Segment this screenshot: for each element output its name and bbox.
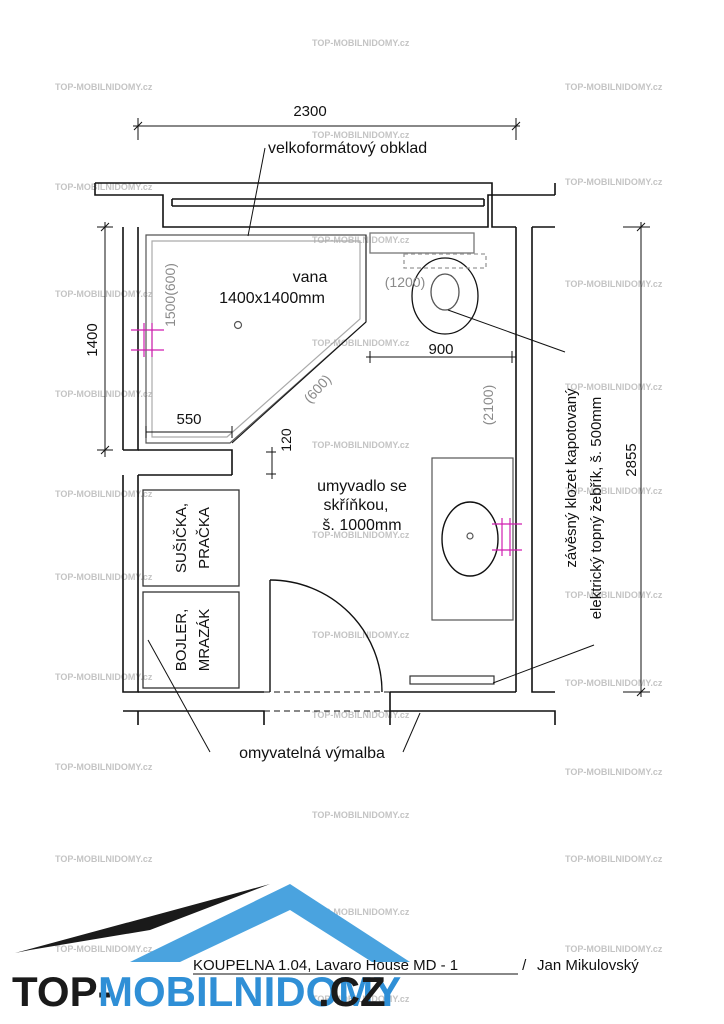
dimension-text: 2300 1400 2855 1500(600) (600) 550 120 (… — [84, 103, 640, 477]
watermark: TOP-MOBILNIDOMY.cz — [565, 854, 663, 864]
watermark: TOP-MOBILNIDOMY.cz — [565, 944, 663, 954]
watermark: TOP-MOBILNIDOMY.cz — [312, 907, 410, 917]
label-washer-1: SUŠIČKA, — [173, 503, 190, 573]
label-paint: omyvatelná výmalba — [239, 745, 385, 762]
logo-text-tld: .CZ — [318, 968, 386, 1015]
watermark: TOP-MOBILNIDOMY.cz — [55, 82, 153, 92]
watermark: TOP-MOBILNIDOMY.cz — [565, 382, 663, 392]
label-washer-2: PRAČKA — [196, 507, 213, 569]
watermark: TOP-MOBILNIDOMY.cz — [312, 810, 410, 820]
brand-logo: TOP- MOBILNIDOMY .CZ — [12, 968, 401, 1015]
watermark: TOP-MOBILNIDOMY.cz — [312, 38, 410, 48]
logo-text-main: MOBILNIDOMY — [98, 968, 401, 1015]
corner-bath — [145, 234, 367, 444]
dimension-left-height: 1400 — [84, 323, 101, 356]
watermark: TOP-MOBILNIDOMY.cz — [312, 630, 410, 640]
dimension-shower-depth: 1500(600) — [162, 263, 178, 327]
annotations: velkoformátový obklad vana 1400x1400mm S… — [173, 140, 605, 762]
watermark: TOP-MOBILNIDOMY.cz — [565, 82, 663, 92]
watermark: TOP-MOBILNIDOMY.cz — [55, 762, 153, 772]
label-basin-1: umyvadlo se — [317, 478, 407, 495]
label-basin-3: š. 1000mm — [322, 517, 401, 534]
washbasin-cabinet — [431, 457, 514, 621]
watermark: TOP-MOBILNIDOMY.cz — [565, 279, 663, 289]
watermark: TOP-MOBILNIDOMY.cz — [565, 486, 663, 496]
watermark: TOP-MOBILNIDOMY.cz — [565, 767, 663, 777]
drain-icon — [233, 320, 243, 330]
watermark: TOP-MOBILNIDOMY.cz — [312, 994, 410, 1004]
watermark: TOP-MOBILNIDOMY.cz — [55, 489, 153, 499]
label-bath-size: 1400x1400mm — [219, 290, 325, 307]
dimension-width: 2300 — [293, 103, 326, 120]
label-basin-2: skříňkou, — [324, 497, 389, 514]
watermark: TOP-MOBILNIDOMY.cz — [312, 710, 410, 720]
watermark: TOP-MOBILNIDOMY.cz — [55, 672, 153, 682]
dimension-wc-gap: (1200) — [385, 274, 425, 290]
watermark: TOP-MOBILNIDOMY.cz — [565, 590, 663, 600]
label-toilet: závěsný klozet kapotovaný — [563, 388, 580, 568]
watermark: TOP-MOBILNIDOMY.cz — [55, 944, 153, 954]
watermark: TOP-MOBILNIDOMY.cz — [55, 289, 153, 299]
label-bath: vana — [293, 269, 328, 286]
label-heater: elektrický topný žebřík, š. 500mm — [588, 397, 605, 620]
caption: KOUPELNA 1.04, Lavaro House MD - 1 / Jan… — [193, 957, 639, 975]
watermark: TOP-MOBILNIDOMY.cz — [565, 177, 663, 187]
dimension-shower-width: 550 — [176, 411, 201, 428]
dimension-basin-run: (2100) — [480, 385, 496, 425]
service-marks — [131, 323, 522, 556]
label-boiler-2: MRAZÁK — [196, 609, 213, 672]
label-boiler-1: BOJLER, — [173, 609, 190, 672]
watermark: TOP-MOBILNIDOMY.cz — [312, 130, 410, 140]
appliance-boxes — [142, 489, 240, 689]
dimension-lines — [97, 118, 650, 753]
caption-project: KOUPELNA 1.04, Lavaro House MD - 1 — [193, 957, 458, 974]
walls — [94, 182, 556, 725]
watermark: TOP-MOBILNIDOMY.cz — [55, 182, 153, 192]
door — [269, 579, 383, 693]
watermark-layer: TOP-MOBILNIDOMY.cz TOP-MOBILNIDOMY.cz TO… — [55, 38, 663, 1004]
label-tiles: velkoformátový obklad — [268, 140, 427, 157]
logo-roof-icon — [15, 884, 410, 962]
watermark: TOP-MOBILNIDOMY.cz — [312, 440, 410, 450]
logo-text-top: TOP- — [12, 968, 112, 1015]
toilet — [369, 232, 487, 335]
watermark: TOP-MOBILNIDOMY.cz — [565, 678, 663, 688]
watermark: TOP-MOBILNIDOMY.cz — [312, 338, 410, 348]
watermark: TOP-MOBILNIDOMY.cz — [55, 572, 153, 582]
dimension-step: 120 — [278, 428, 294, 452]
watermark: TOP-MOBILNIDOMY.cz — [55, 389, 153, 399]
heater — [409, 675, 495, 685]
watermark: TOP-MOBILNIDOMY.cz — [312, 530, 410, 540]
caption-author: Jan Mikulovský — [537, 957, 639, 974]
watermark: TOP-MOBILNIDOMY.cz — [55, 854, 153, 864]
dimension-wc-width: 900 — [428, 341, 453, 358]
caption-separator: / — [518, 957, 531, 974]
dimension-room-height: 2855 — [623, 443, 640, 476]
watermark: TOP-MOBILNIDOMY.cz — [312, 235, 410, 245]
drain-icon — [466, 532, 474, 540]
